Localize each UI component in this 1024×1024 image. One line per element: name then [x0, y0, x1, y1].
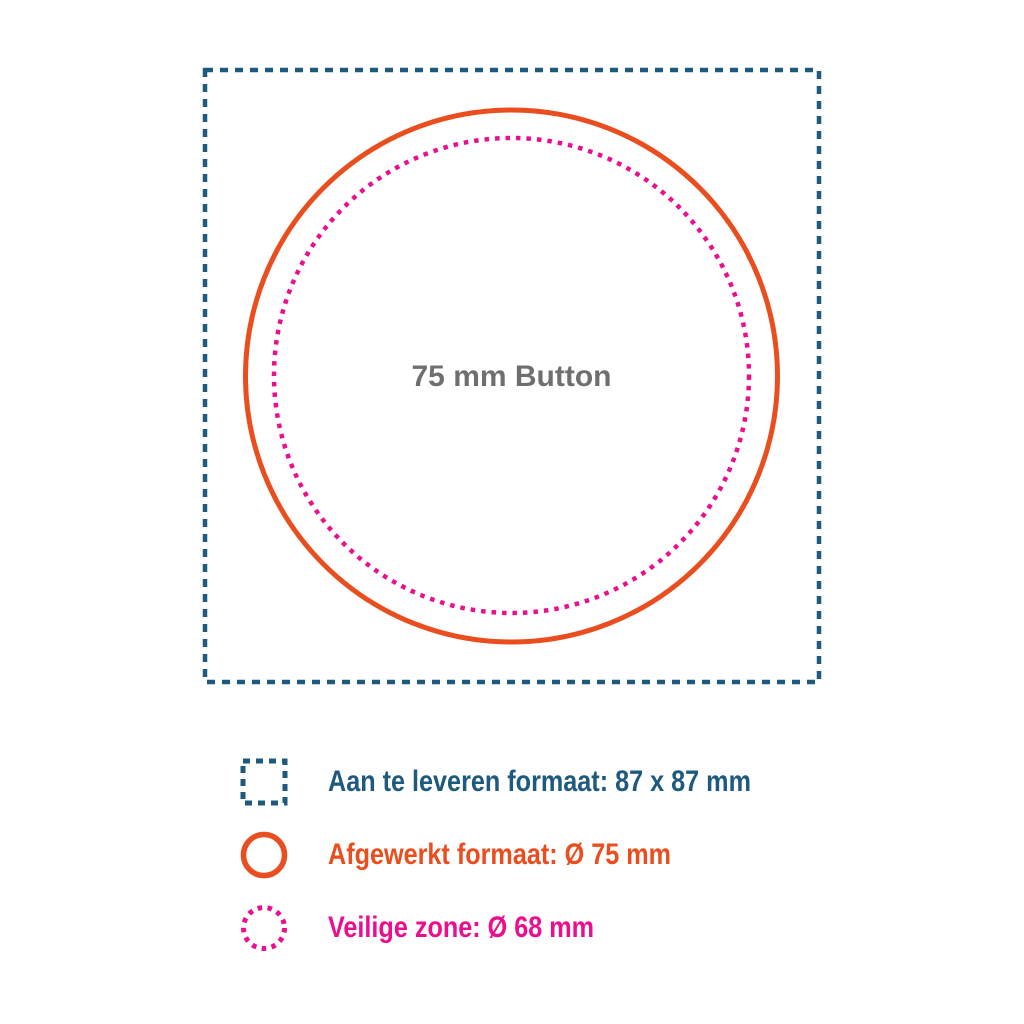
safe-zone-dotted-circle — [271, 135, 752, 616]
trim-size-circle — [243, 107, 780, 645]
legend-row-bleed: Aan te leveren formaat: 87 x 87 mm — [240, 758, 832, 805]
legend-label-trim: Afgewerkt formaat: Ø 75 mm — [328, 837, 672, 871]
dashed-square-icon — [240, 758, 288, 805]
solid-circle-icon — [240, 831, 288, 878]
legend-row-safe: Veilige zone: Ø 68 mm — [240, 904, 832, 951]
legend-row-trim: Afgewerkt formaat: Ø 75 mm — [240, 831, 832, 878]
legend-label-safe: Veilige zone: Ø 68 mm — [328, 910, 595, 944]
legend: Aan te leveren formaat: 87 x 87 mm Afgew… — [240, 758, 832, 951]
legend-label-bleed: Aan te leveren formaat: 87 x 87 mm — [328, 764, 751, 798]
button-size-label: 75 mm Button — [411, 360, 612, 393]
bleed-area-dashed-square — [202, 67, 822, 685]
dotted-circle-icon — [241, 904, 287, 951]
